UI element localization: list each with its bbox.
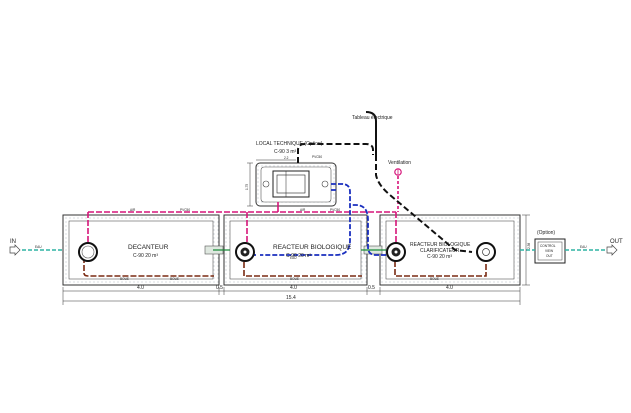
control-box-line2: VIEW [545,249,553,253]
dim-tech-height: 1.75 [245,184,249,190]
clarifier-title-1: REACTEUR BIOLOGIQUE [410,242,471,248]
technical-room-title: LOCAL TECHNIQUE (Option) [256,141,323,147]
decanter-tank [62,214,220,286]
pipe-label: PVC50 [312,155,322,159]
ventilation-label: Ventilation [388,160,411,166]
pipe-label: PVC50 [180,208,190,212]
control-box-line3: OUT [546,254,553,258]
bio-reactor-title: REACTEUR BIOLOGIQUE [273,244,352,251]
dim-total-length: 15.4 [286,295,296,301]
dim-gap-1: 0.5 [216,285,223,291]
dim-clarifier-length: 4.0 [446,285,453,291]
decanter-spec: C-90 20 m³ [133,253,158,259]
technical-room-spec: C-90 3 m³ [274,149,297,155]
bio-reactor-spec: C-90 20 m³ [286,253,311,259]
pipe-label: PVC50 [330,208,340,212]
electrical-panel-label: Tableau électrique [352,115,393,121]
decanter-inlet-well [78,242,98,262]
dim-tech-width: 2.2 [284,156,289,160]
inlet-arrow-icon [9,244,21,256]
control-box [534,238,566,264]
pipe-label: BOUE [120,277,129,281]
dimension-lines [62,159,530,305]
dim-gap-2: 0.5 [368,285,375,291]
option-label: (Option) [537,230,555,236]
electrical-cable [297,111,473,253]
clarifier-spec: C-90 20 m³ [427,254,452,260]
pipe-label: AIR [300,208,306,212]
clarifier-outlet-well [476,242,496,262]
dim-reactor-length: 4.0 [290,285,297,291]
pipe-label: BOUE [170,277,179,281]
pipe-label-group: AIR PVC50 AIR PVC50 BOUE BOUE BOUE BOUE … [35,155,587,281]
outlet-arrow-icon [606,244,618,256]
blower-icon [262,180,270,188]
pipe-label: EAU [35,245,42,249]
blower-icon [321,180,329,188]
air-line [87,176,399,245]
pipe-label: BOUE [430,277,439,281]
pipe-label: EAU [580,245,587,249]
decanter-title: DECANTEUR [128,244,169,251]
dim-decanter-length: 4.0 [137,285,144,291]
pipe-label: BOUE [290,277,299,281]
pipe-label: AIR [130,208,136,212]
outlet-label: OUT [610,239,623,245]
dim-tank-width: 2.38 [527,243,531,249]
technical-room [255,162,337,207]
reactor-aerator-icon [235,242,255,262]
control-box-line1: CONTROL [540,244,556,248]
clarifier-title-2: CLARIFICATEUR [420,248,460,254]
inlet-label: IN [10,239,16,245]
sludge-line [83,256,487,277]
pipe-label: EAU [290,256,297,260]
clarifier-aerator-icon [386,242,406,262]
